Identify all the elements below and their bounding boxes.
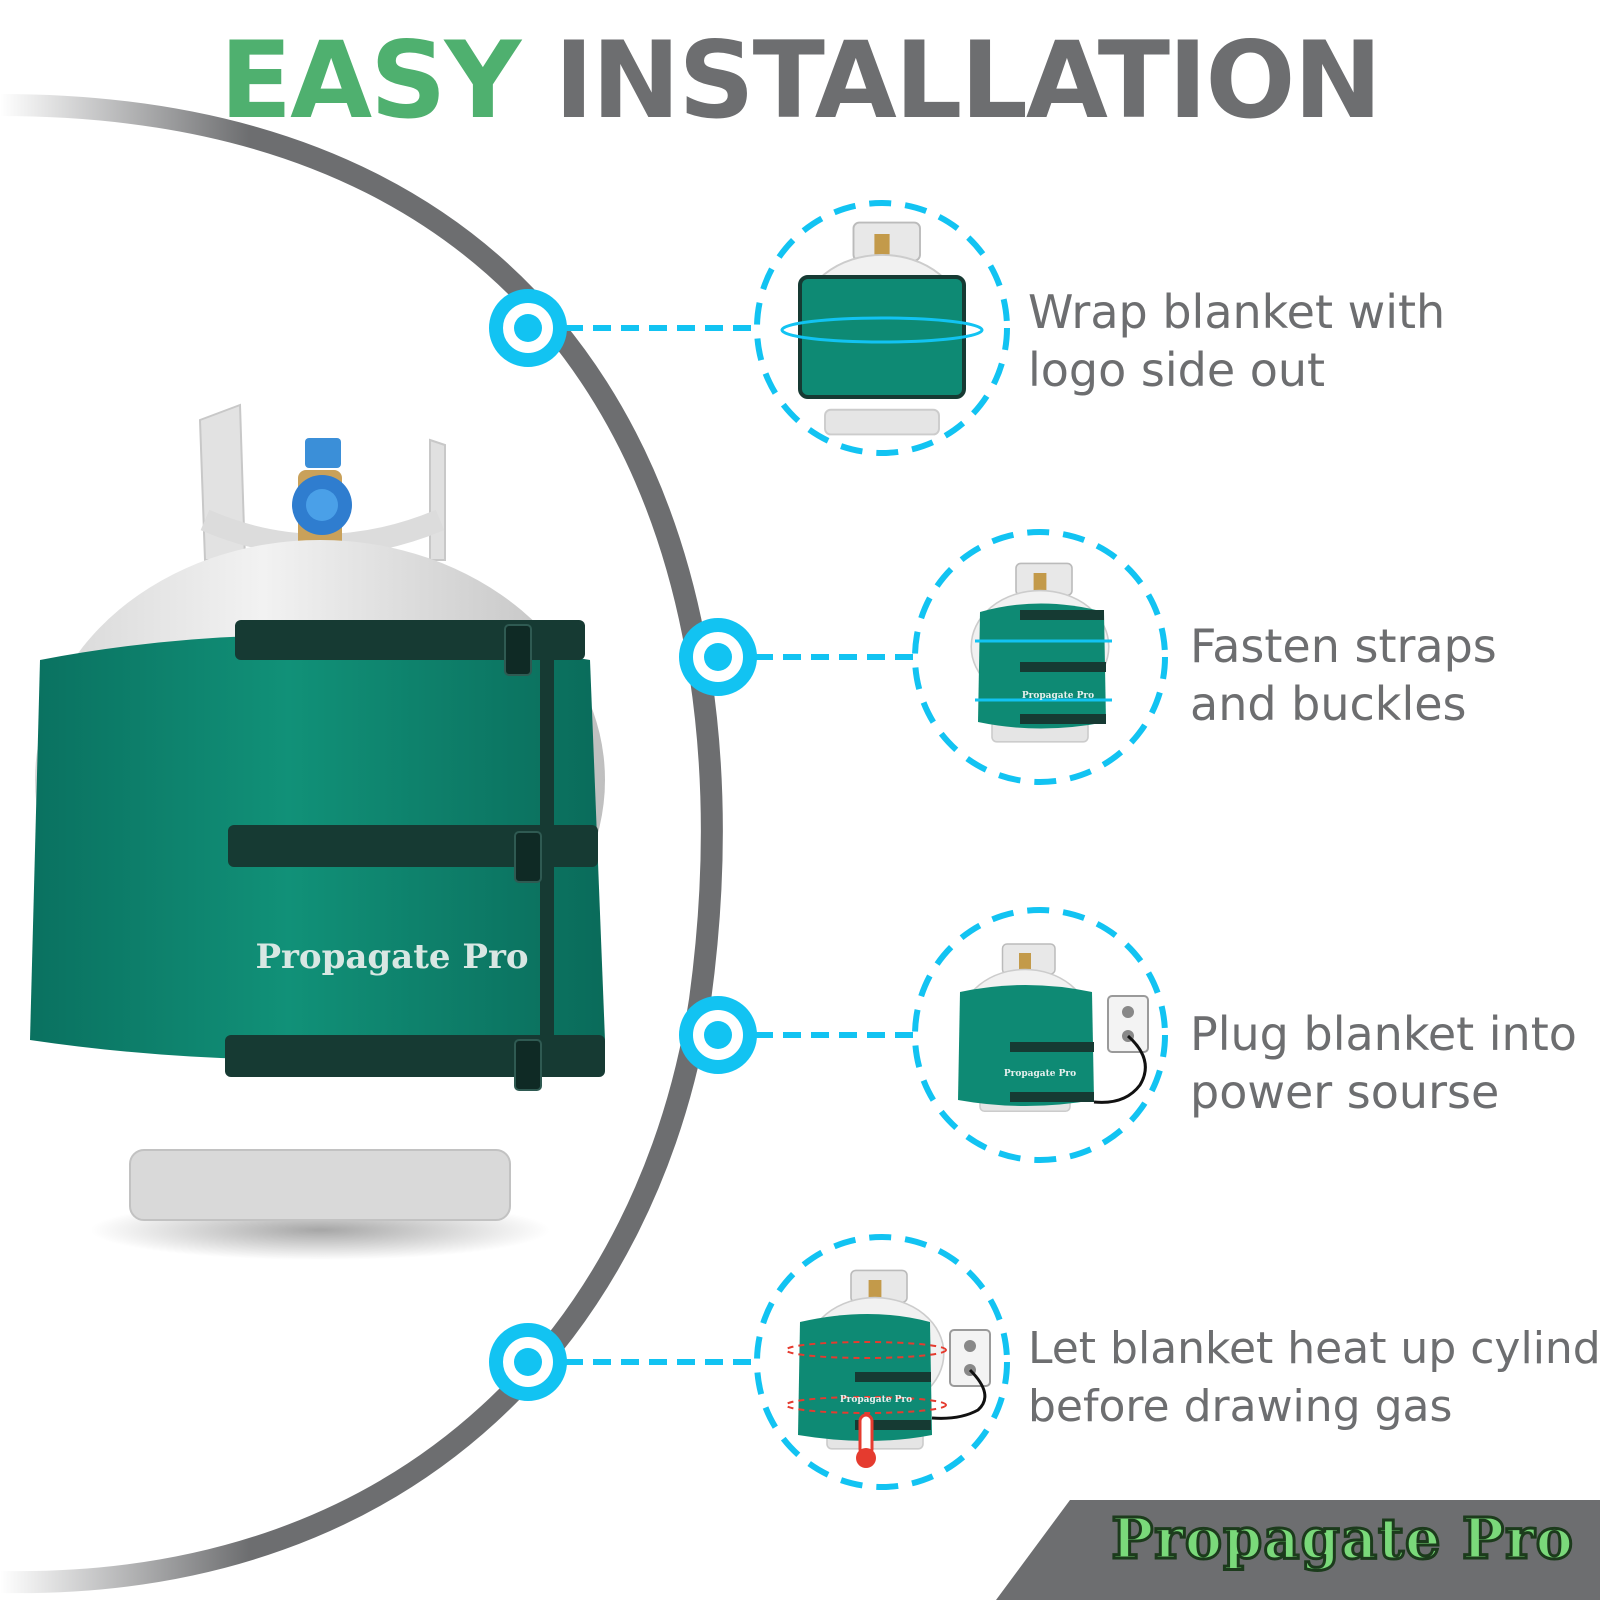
step-4-illustration: Propagate Pro: [489, 1234, 1010, 1490]
wall-outlet-icon: [1107, 995, 1149, 1053]
valve-cap: [292, 438, 352, 535]
step-1-text: Wrap blanket with logo side out: [1028, 283, 1445, 399]
step-2-line-1: Fasten straps: [1190, 619, 1497, 673]
step-1-line-1: Wrap blanket with: [1028, 285, 1446, 339]
step-2-illustration: Propagate Pro: [679, 529, 1168, 785]
blanket-logo: Propagate Pro: [255, 937, 528, 977]
title-word-easy: EASY: [219, 19, 522, 142]
page-title: EASY INSTALLATION: [0, 28, 1600, 134]
title-word-installation: INSTALLATION: [554, 19, 1382, 142]
step-2-line-2: and buckles: [1190, 677, 1467, 731]
mini-logo-2: Propagate Pro: [1022, 691, 1094, 701]
step-3-line-2: power sourse: [1190, 1065, 1500, 1119]
step-4-line-2: before drawing gas: [1028, 1381, 1453, 1432]
footer-brand-logo: Propagate Pro: [1110, 1505, 1575, 1574]
step-1-line-2: logo side out: [1028, 343, 1326, 397]
step-2-text: Fasten straps and buckles: [1190, 617, 1497, 733]
wall-outlet-icon: [949, 1329, 991, 1387]
blanket-straps: [225, 620, 605, 1091]
step-4-text: Let blanket heat up cylinder before draw…: [1028, 1320, 1600, 1436]
step-3-text: Plug blanket into power sourse: [1190, 1005, 1577, 1121]
decorative-arc: [0, 94, 723, 1594]
step-1-illustration: [489, 200, 1010, 456]
step-4-line-1: Let blanket heat up cylinder: [1028, 1323, 1600, 1374]
step-3-line-1: Plug blanket into: [1190, 1007, 1577, 1061]
mini-logo-3: Propagate Pro: [1004, 1069, 1076, 1079]
step-3-illustration: Propagate Pro: [679, 907, 1168, 1163]
mini-logo-4: Propagate Pro: [840, 1395, 912, 1405]
main-propane-tank: Propagate Pro: [30, 403, 605, 1260]
footer-banner: [996, 1500, 1600, 1600]
thermometer-icon: [856, 1413, 876, 1468]
